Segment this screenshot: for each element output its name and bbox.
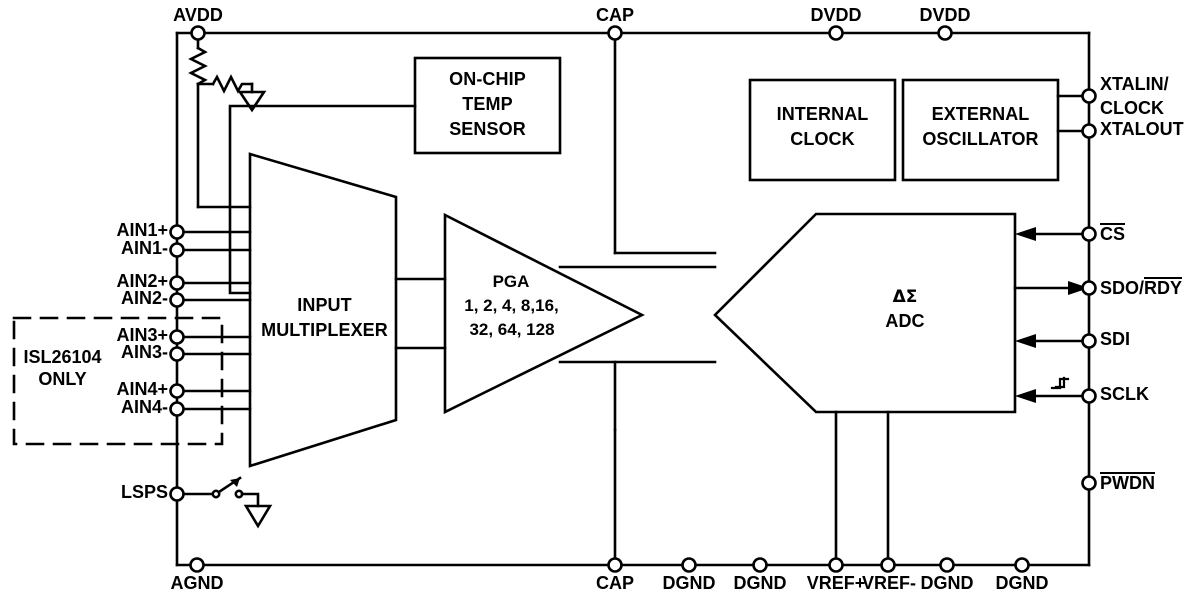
- pin-label-ain2n: AIN2-: [120, 288, 168, 308]
- temp-sensor-label-line2: TEMP: [462, 94, 513, 114]
- pin-label-cap-bottom: CAP: [595, 573, 634, 593]
- pin-label-sclk: SCLK: [1100, 384, 1149, 404]
- lsps-to-gnd: [240, 492, 260, 508]
- pin-dot-sclk: [1081, 388, 1097, 404]
- internal-clock-label-line2: CLOCK: [790, 129, 855, 149]
- lsps-switch-contact-left: [211, 489, 221, 499]
- lsps-switch-arrowhead: [230, 478, 240, 487]
- adc-label-line2: ADC: [885, 311, 925, 331]
- pin-dot-ain4n: [169, 401, 185, 417]
- pin-dot-dgnd-4: [1014, 557, 1030, 573]
- pin-label-ain3n: AIN3-: [120, 342, 168, 362]
- pin-label-ain4n: AIN4-: [120, 397, 168, 417]
- pin-dot-dgnd-2: [752, 557, 768, 573]
- pin-dot-dvdd-1: [828, 25, 844, 41]
- pin-label-ain1p: AIN1+: [116, 220, 168, 240]
- internal-clock-label-line1: INTERNAL: [776, 104, 869, 124]
- pin-dot-ain2p: [169, 275, 185, 291]
- sdo-arrow: [1068, 281, 1089, 295]
- pin-label-lsps: LSPS: [120, 482, 168, 502]
- pin-label-clock: CLOCK: [1100, 98, 1164, 118]
- isl26104-only-line1: ISL26104: [23, 347, 102, 367]
- pin-label-vrefp: VREF+: [806, 573, 866, 593]
- pin-dot-dvdd-2: [937, 25, 953, 41]
- pin-label-ain3p: AIN3+: [116, 325, 168, 345]
- pin-dot-cap-top: [607, 25, 623, 41]
- avdd-ground-symbol: [237, 90, 267, 113]
- internal-clock-box: [748, 78, 897, 182]
- pga-label-line3: 32, 64, 128: [469, 320, 555, 339]
- pin-dot-ain3n: [169, 346, 185, 362]
- pin-label-agnd: AGND: [170, 573, 224, 593]
- input-multiplexer-label-line1: INPUT: [297, 295, 352, 315]
- pin-label-pwdn: PWDN: [1100, 472, 1200, 493]
- pin-dot-ain1p: [169, 224, 185, 240]
- pin-label-dgnd-1: DGND: [662, 573, 716, 593]
- pin-label-xtalout: XTALOUT: [1100, 119, 1184, 139]
- sdo-prefix-text: SDO/: [1100, 278, 1145, 298]
- cs-arrow: [1015, 227, 1036, 241]
- sclk-arrow: [1015, 389, 1036, 403]
- isl26104-only-dashed-box: [12, 316, 224, 446]
- temp-sensor-label-line3: SENSOR: [449, 119, 526, 139]
- pin-dot-sdo-rdy: [1081, 280, 1097, 296]
- isl26104-only-line2: ONLY: [38, 369, 87, 389]
- pin-label-dgnd-2: DGND: [733, 573, 787, 593]
- pin-dot-pwdn: [1081, 475, 1097, 491]
- pga-label-line1: PGA: [492, 272, 530, 291]
- pin-dot-ain2n: [169, 292, 185, 308]
- adc-label-line1: ΔΣ: [892, 287, 918, 307]
- pin-dot-agnd: [189, 557, 205, 573]
- pin-label-dvdd-2: DVDD: [919, 5, 971, 25]
- pin-label-avdd: AVDD: [173, 5, 223, 25]
- pin-dot-vrefn: [880, 557, 896, 573]
- pin-dot-cap-bottom: [607, 557, 623, 573]
- input-multiplexer-shape: [248, 152, 398, 468]
- pin-label-ain4p: AIN4+: [116, 379, 168, 399]
- pin-label-dgnd-3: DGND: [920, 573, 974, 593]
- pin-dot-lsps: [169, 486, 185, 502]
- pin-label-sdi: SDI: [1100, 329, 1131, 349]
- pin-dot-ain4p: [169, 383, 185, 399]
- pin-dot-ain1n: [169, 242, 185, 258]
- schmitt-trigger-icon: [1050, 376, 1070, 390]
- pin-dot-vrefp: [828, 557, 844, 573]
- pga-label-line2: 1, 2, 4, 8,16,: [464, 296, 559, 315]
- pwdn-overbar-text: PWDN: [1100, 472, 1155, 493]
- cs-overbar-text: CS: [1100, 223, 1126, 244]
- pin-label-cs: CS: [1100, 223, 1200, 244]
- pin-label-cap-top: CAP: [595, 5, 634, 25]
- temp-sensor-label-line1: ON-CHIP: [449, 69, 526, 89]
- pin-dot-avdd: [190, 25, 206, 41]
- pin-label-vrefn: VREF-: [862, 573, 916, 593]
- pin-label-ain1n: AIN1-: [120, 238, 168, 258]
- pin-dot-dgnd-1: [681, 557, 697, 573]
- temp-sensor-to-mux-wire: [228, 104, 417, 295]
- pin-dot-ain3p: [169, 329, 185, 345]
- avdd-vertical-resistor: [188, 46, 208, 86]
- external-oscillator-label-line1: EXTERNAL: [931, 104, 1030, 124]
- pin-dot-sdi: [1081, 333, 1097, 349]
- pin-label-ain2p: AIN2+: [116, 271, 168, 291]
- pin-dot-cs: [1081, 226, 1097, 242]
- lsps-ground-symbol: [243, 504, 273, 529]
- pin-dot-xtalin: [1081, 88, 1097, 104]
- sdi-arrow: [1015, 334, 1036, 348]
- pin-label-sdo-rdy: SDO/RDY: [1100, 277, 1200, 298]
- avdd-horizontal-resistor: [211, 74, 254, 94]
- input-multiplexer-label-line2: MULTIPLEXER: [261, 320, 388, 340]
- rdy-overbar-text: RDY: [1144, 277, 1183, 298]
- adc-shape: [713, 212, 1017, 414]
- pin-dot-dgnd-3: [939, 557, 955, 573]
- pin-label-dvdd-1: DVDD: [810, 5, 862, 25]
- pin-label-xtalin: XTALIN/: [1100, 74, 1169, 94]
- pga-shape: [443, 212, 645, 415]
- pin-dot-xtalout: [1081, 123, 1097, 139]
- pin-label-dgnd-4: DGND: [995, 573, 1049, 593]
- external-oscillator-label-line2: OSCILLATOR: [922, 129, 1039, 149]
